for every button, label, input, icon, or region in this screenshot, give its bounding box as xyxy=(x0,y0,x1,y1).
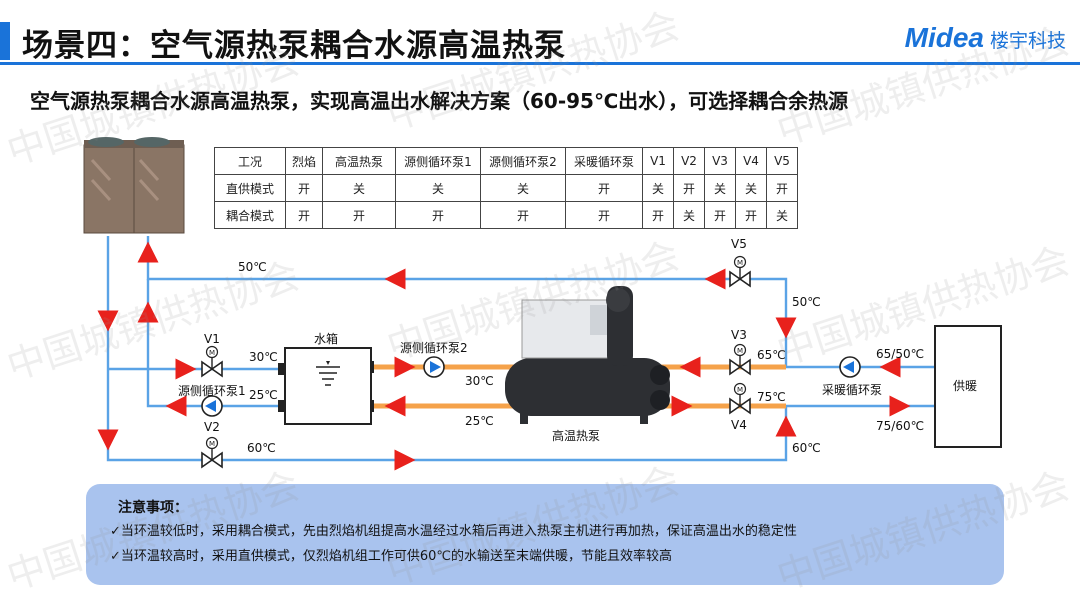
valve-v5-label: V5 xyxy=(731,237,747,251)
table-cell: 开 xyxy=(322,201,396,229)
temp-label: 50℃ xyxy=(792,295,821,309)
temp-label: 60℃ xyxy=(247,441,276,455)
source-pump-2-label: 源侧循环泵2 xyxy=(400,341,468,355)
table-header-cell: V2 xyxy=(673,147,705,175)
table-cell: 开 xyxy=(766,174,798,202)
table-row: 耦合模式 开 开 开 开 开 开 关 开 开 关 xyxy=(214,201,798,229)
table-cell: 开 xyxy=(565,201,643,229)
temp-label: 60℃ xyxy=(792,441,821,455)
table-cell: 关 xyxy=(766,201,798,229)
page-title: 场景四：空气源热泵耦合水源高温热泵 xyxy=(22,28,566,64)
cold-pipes xyxy=(106,236,934,462)
table-header-cell: 工况 xyxy=(214,147,286,175)
heating-pump-icon[interactable] xyxy=(839,356,861,378)
note-item: ✓当环温较低时，采用耦合模式，先由烈焰机组提高水温经过水箱后再进入热泵主机进行再… xyxy=(110,524,797,539)
water-tank xyxy=(284,347,372,425)
notes-title: 注意事项： xyxy=(118,500,188,516)
table-cell: 直供模式 xyxy=(214,174,286,202)
tank-label: 水箱 xyxy=(314,332,339,346)
logo-word: Midea xyxy=(904,22,984,53)
table-cell: 开 xyxy=(704,201,736,229)
table-cell: 开 xyxy=(395,201,481,229)
logo-subtitle: 楼宇科技 xyxy=(989,30,1066,52)
note-item: ✓当环温较高时，采用直供模式，仅烈焰机组工作可供60℃的水输送至末端供暖，节能且… xyxy=(110,549,673,564)
table-header-cell: 源侧循环泵1 xyxy=(395,147,481,175)
notes-panel xyxy=(86,484,1004,585)
valve-v1-label: V1 xyxy=(204,332,220,346)
valve-v4-label: V4 xyxy=(731,418,747,432)
table-header-cell: V5 xyxy=(766,147,798,175)
table-cell: 开 xyxy=(480,201,566,229)
temp-label: 25℃ xyxy=(249,388,278,402)
table-cell: 关 xyxy=(673,201,705,229)
table-header-row: 工况 烈焰 高温热泵 源侧循环泵1 源侧循环泵2 采暖循环泵 V1 V2 V3 … xyxy=(214,147,798,175)
page-subtitle: 空气源热泵耦合水源高温热泵，实现高温出水解决方案（60-95℃出水），可选择耦合… xyxy=(30,89,849,113)
temp-label: 65/50℃ xyxy=(876,347,925,361)
source-pump-1-icon[interactable] xyxy=(201,395,223,417)
temp-label: 75/60℃ xyxy=(876,419,925,433)
temp-label: 75℃ xyxy=(757,390,786,404)
source-pump-2-icon[interactable] xyxy=(423,356,445,378)
table-header-cell: 烈焰 xyxy=(285,147,323,175)
table-cell: 关 xyxy=(322,174,396,202)
table-cell: 开 xyxy=(285,201,323,229)
heating-load xyxy=(934,325,1002,448)
table-cell: 关 xyxy=(480,174,566,202)
high-temp-heat-pump-unit xyxy=(505,286,670,424)
table-cell: 开 xyxy=(642,201,674,229)
temp-label: 25℃ xyxy=(465,414,494,428)
heat-pump-label: 高温热泵 xyxy=(552,429,601,443)
air-source-heat-pump-unit xyxy=(83,137,185,234)
heating-pump-label: 采暖循环泵 xyxy=(822,383,883,397)
table-cell: 开 xyxy=(565,174,643,202)
table-header-cell: V4 xyxy=(735,147,767,175)
valve-v3-icon[interactable] xyxy=(729,343,751,375)
brand-logo: Midea 楼宇科技 xyxy=(905,22,1066,54)
temp-label: 30℃ xyxy=(249,350,278,364)
mode-table: 工况 烈焰 高温热泵 源侧循环泵1 源侧循环泵2 采暖循环泵 V1 V2 V3 … xyxy=(214,147,798,229)
valve-v1-icon[interactable] xyxy=(201,345,223,377)
valve-v3-label: V3 xyxy=(731,328,747,342)
table-cell: 开 xyxy=(735,201,767,229)
table-header-cell: V3 xyxy=(704,147,736,175)
flow-arrows xyxy=(97,241,911,471)
temp-label: 65℃ xyxy=(757,348,786,362)
table-cell: 开 xyxy=(673,174,705,202)
valve-v2-icon[interactable] xyxy=(201,436,223,468)
table-header-cell: V1 xyxy=(642,147,674,175)
valve-v5-icon[interactable] xyxy=(729,255,751,287)
water-level-icon xyxy=(316,361,340,386)
valve-v2-label: V2 xyxy=(204,420,220,434)
table-row: 直供模式 开 关 关 关 开 关 开 关 关 开 xyxy=(214,174,798,202)
table-cell: 耦合模式 xyxy=(214,201,286,229)
load-label: 供暖 xyxy=(953,379,978,393)
table-header-cell: 高温热泵 xyxy=(322,147,396,175)
table-cell: 关 xyxy=(735,174,767,202)
source-pump-1-label: 源侧循环泵1 xyxy=(178,384,246,398)
valve-v4-icon[interactable] xyxy=(729,382,751,414)
title-accent-bar xyxy=(0,22,10,60)
table-header-cell: 源侧循环泵2 xyxy=(480,147,566,175)
header-divider xyxy=(0,62,1080,65)
temp-label: 30℃ xyxy=(465,374,494,388)
temp-label: 50℃ xyxy=(238,260,267,274)
